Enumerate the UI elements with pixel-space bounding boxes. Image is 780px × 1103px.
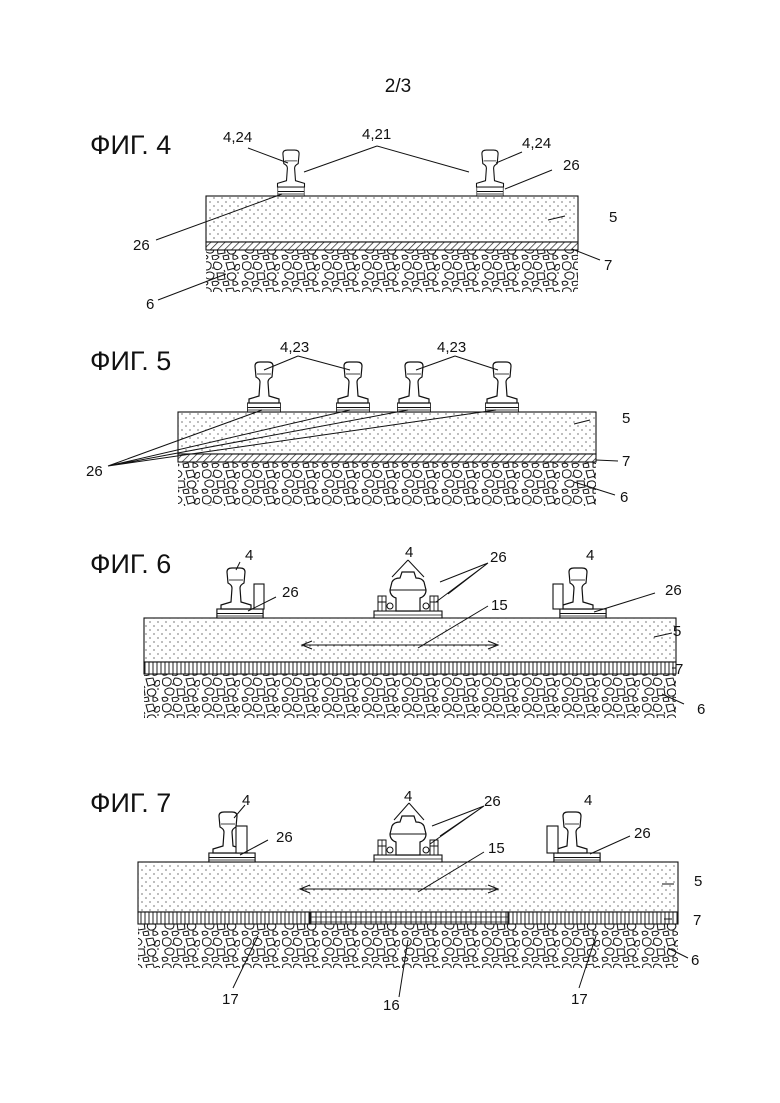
fig4-pad-left (278, 187, 304, 196)
fig5-pad-1 (248, 403, 281, 412)
fig7-label-rail-right: 4 (584, 792, 592, 809)
fig5-slab (178, 412, 596, 454)
fig4-label-rail-pair: 4,21 (362, 126, 391, 143)
fig6-rail-left (221, 568, 251, 609)
fig7-label-slab: 5 (694, 873, 702, 890)
fig4-pad-right (477, 187, 503, 196)
fig7-guide-right (547, 826, 558, 853)
fig7-label-ballast: 6 (691, 952, 699, 969)
fig7-layer-left (138, 912, 310, 924)
fig7-guide-left (236, 826, 247, 853)
fig6-ballast (144, 674, 676, 718)
fig7-label-zone-left: 17 (222, 991, 239, 1008)
fig4-ballast (206, 250, 578, 292)
fig6-label-pad-left: 26 (282, 584, 299, 601)
fig7-pad-right (554, 853, 600, 862)
fig4-rail-left (278, 150, 305, 187)
fig6-label-layer: 7 (675, 661, 683, 678)
fig6-label-arrow: 15 (491, 597, 508, 614)
fig7-label-pad-left: 26 (276, 829, 293, 846)
figure-6: ФИГ. 6 4 26 4 26 4 26 15 5 7 6 (90, 544, 705, 718)
fig4-slab (206, 196, 578, 242)
fig5-pad-2 (337, 403, 370, 412)
figure-5: ФИГ. 5 4,23 4,23 26 5 7 6 (86, 339, 630, 506)
fig5-label-ballast: 6 (620, 489, 628, 506)
fig7-layer-right (508, 912, 678, 924)
figure-6-title: ФИГ. 6 (90, 549, 171, 579)
fig7-label-pad-right: 26 (634, 825, 651, 842)
fig4-layer (206, 242, 578, 250)
fig5-label-layer: 7 (622, 453, 630, 470)
fig6-guide-right (553, 584, 563, 609)
page-number: 2/3 (385, 76, 411, 97)
fig6-label-rail-center: 4 (405, 544, 413, 561)
fig5-label-rails-right: 4,23 (437, 339, 466, 356)
fig7-label-rail-center: 4 (404, 788, 412, 805)
fig7-label-rail-left: 4 (242, 792, 250, 809)
fig6-pad-left (217, 609, 263, 618)
fig5-label-pads: 26 (86, 463, 103, 480)
fig5-label-rails-left: 4,23 (280, 339, 309, 356)
fig5-ballast (178, 462, 596, 506)
fig4-label-rail-right: 4,24 (522, 135, 551, 152)
fig7-rail-right (557, 812, 587, 853)
fig6-layer (144, 662, 676, 674)
fig6-label-slab: 5 (673, 623, 681, 640)
fig6-label-pad-center: 26 (490, 549, 507, 566)
fig6-rail-right (563, 568, 593, 609)
fig4-label-ballast: 6 (146, 296, 154, 313)
fig7-pad-left (209, 853, 255, 862)
fig7-label-zone-center: 16 (383, 997, 400, 1014)
figure-5-title: ФИГ. 5 (90, 346, 171, 376)
fig6-label-pad-right: 26 (665, 582, 682, 599)
fig5-label-slab: 5 (622, 410, 630, 427)
fig7-slab (138, 862, 678, 912)
fig7-switch-center (374, 816, 442, 862)
fig4-rail-right (477, 150, 504, 187)
fig5-rail-1 (249, 362, 279, 403)
figure-4: ФИГ. 4 4,24 4,21 4,24 26 26 5 7 6 (90, 126, 617, 313)
fig6-label-rail-right: 4 (586, 547, 594, 564)
fig6-switch-center (374, 572, 442, 618)
fig4-label-slab: 5 (609, 209, 617, 226)
fig5-rail-3 (399, 362, 429, 403)
figure-4-title: ФИГ. 4 (90, 130, 171, 160)
fig6-label-ballast: 6 (697, 701, 705, 718)
figure-7: ФИГ. 7 4 4 26 4 26 26 15 5 7 6 17 16 17 (90, 788, 702, 1014)
fig6-label-rail-left: 4 (245, 547, 253, 564)
fig4-label-pad-left: 26 (133, 237, 150, 254)
fig4-label-rail-left: 4,24 (223, 129, 252, 146)
fig7-label-zone-right: 17 (571, 991, 588, 1008)
fig4-label-layer: 7 (604, 257, 612, 274)
fig7-label-pad-center: 26 (484, 793, 501, 810)
fig7-label-layer: 7 (693, 912, 701, 929)
fig4-label-pad-right: 26 (563, 157, 580, 174)
fig7-label-arrow: 15 (488, 840, 505, 857)
fig7-layer-center (310, 912, 508, 924)
figure-7-title: ФИГ. 7 (90, 788, 171, 818)
fig7-ballast (138, 924, 678, 968)
fig6-slab (144, 618, 676, 662)
fig5-layer (178, 454, 596, 462)
